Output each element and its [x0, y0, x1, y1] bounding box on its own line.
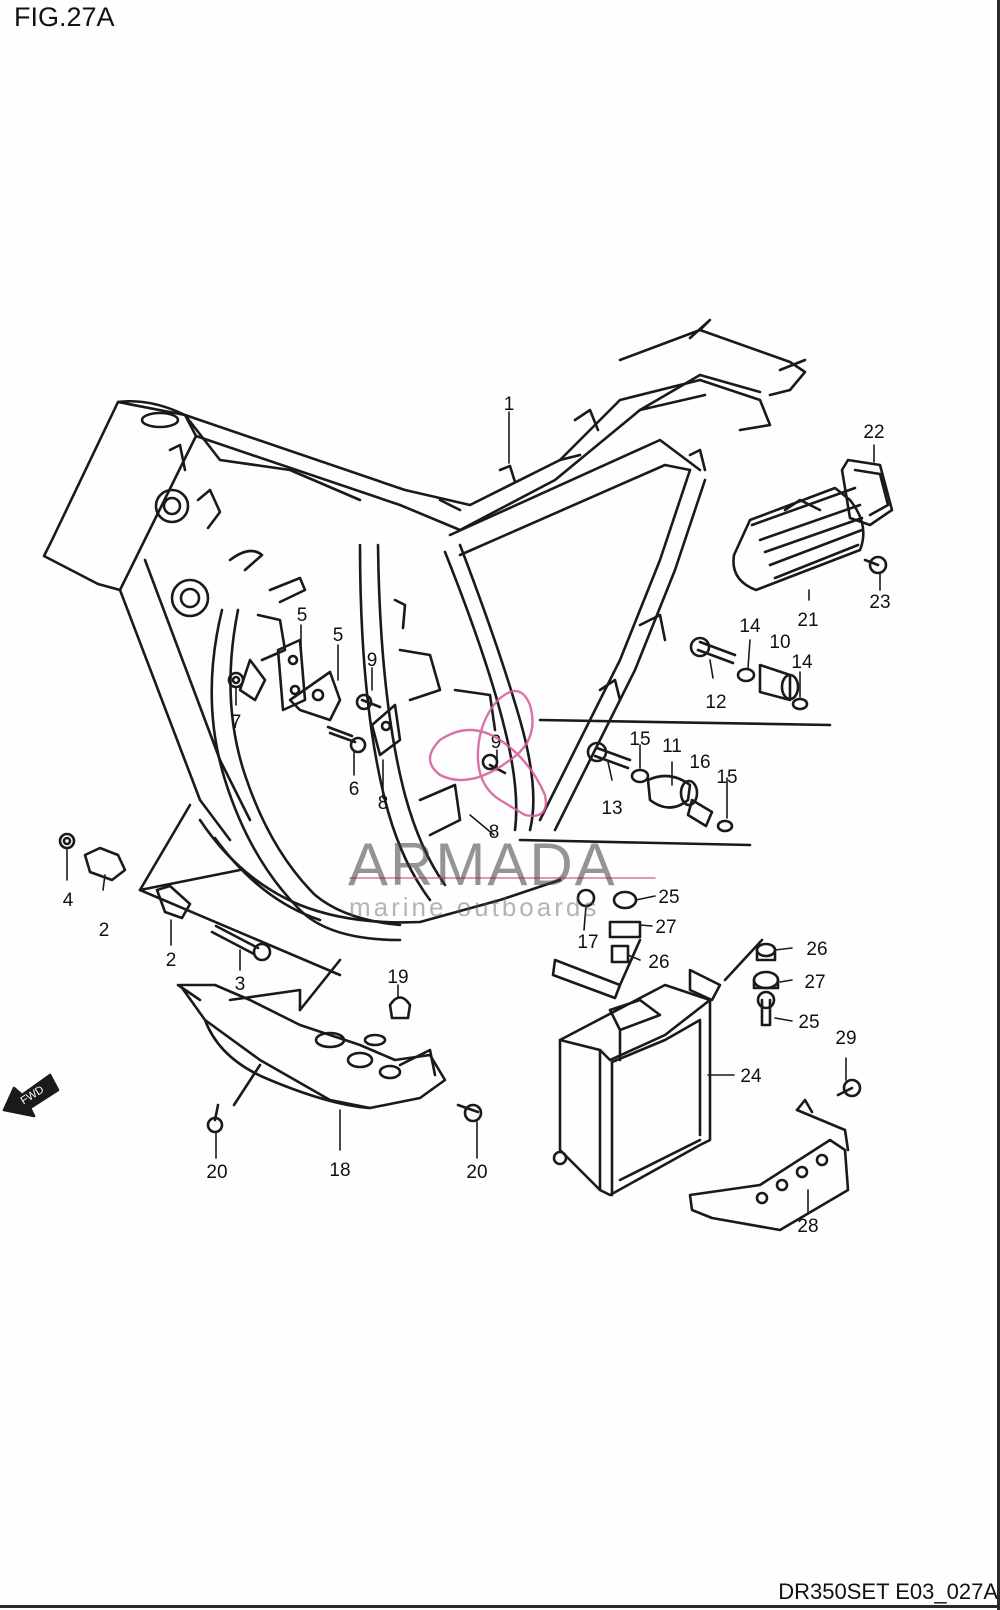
callout-10: 10	[769, 632, 790, 653]
skid-plate	[138, 888, 447, 1110]
watermark-logo	[349, 690, 656, 879]
callout-1: 1	[504, 394, 515, 415]
frame-brackets	[58, 803, 242, 920]
callout-25: 25	[658, 887, 679, 908]
callout-leaders	[66, 411, 881, 1214]
callout-16: 16	[689, 752, 710, 773]
callout-3: 3	[235, 974, 246, 995]
callout-20: 20	[206, 1162, 227, 1183]
callout-28: 28	[797, 1216, 818, 1237]
frame-edge-bottom	[0, 1605, 1000, 1608]
callout-26: 26	[648, 952, 669, 973]
watermark-subtitle: marine outboards	[349, 892, 600, 922]
callout-25: 25	[798, 1012, 819, 1033]
callout-7: 7	[231, 712, 242, 733]
fwd-direction-arrow: FWD	[2, 1073, 60, 1118]
callout-29: 29	[835, 1028, 856, 1049]
callout-11: 11	[662, 736, 682, 757]
callout-5: 5	[297, 605, 308, 626]
guard-bracket	[688, 1078, 862, 1232]
callout-24: 24	[740, 1066, 762, 1087]
watermark-name: ARMADA	[348, 831, 617, 898]
callout-4: 4	[63, 890, 74, 911]
callout-2: 2	[166, 950, 177, 971]
frame-assembly	[42, 318, 807, 942]
callout-19: 19	[387, 967, 408, 988]
engine-mount-plates	[238, 638, 402, 757]
callout-2: 2	[99, 920, 110, 941]
callout-15: 15	[716, 767, 737, 788]
callout-8: 8	[489, 822, 500, 843]
callout-27: 27	[655, 917, 676, 938]
callout-18: 18	[329, 1160, 350, 1181]
tool-box-assembly	[551, 888, 780, 1197]
callout-5: 5	[333, 625, 344, 646]
callout-17: 17	[577, 932, 598, 953]
callout-6: 6	[349, 779, 360, 800]
callout-21: 21	[797, 610, 818, 631]
callout-9: 9	[367, 650, 378, 671]
frame-edge-right	[997, 0, 1000, 1610]
callout-23: 23	[869, 592, 890, 613]
drawing-id: DR350SET E03_027A	[778, 1579, 998, 1604]
callout-27: 27	[804, 972, 825, 993]
callout-14: 14	[791, 652, 813, 673]
callout-22: 22	[863, 422, 884, 443]
skid-plate-bolts	[206, 996, 483, 1134]
callout-15: 15	[629, 729, 650, 750]
rear-reflector	[732, 458, 894, 592]
figure-title: FIG.27A	[14, 2, 115, 32]
callout-8: 8	[378, 793, 389, 814]
callout-numbers: 1 2 2 3 4 5 5 6 7 8 8 9 9 10 11 12 13 14…	[63, 394, 891, 1237]
callout-12: 12	[705, 692, 726, 713]
callout-13: 13	[601, 798, 622, 819]
callout-9: 9	[491, 732, 502, 753]
callout-14: 14	[739, 616, 761, 637]
rear-mount-hardware	[518, 636, 832, 847]
callout-26: 26	[806, 939, 827, 960]
callout-20: 20	[466, 1162, 487, 1183]
